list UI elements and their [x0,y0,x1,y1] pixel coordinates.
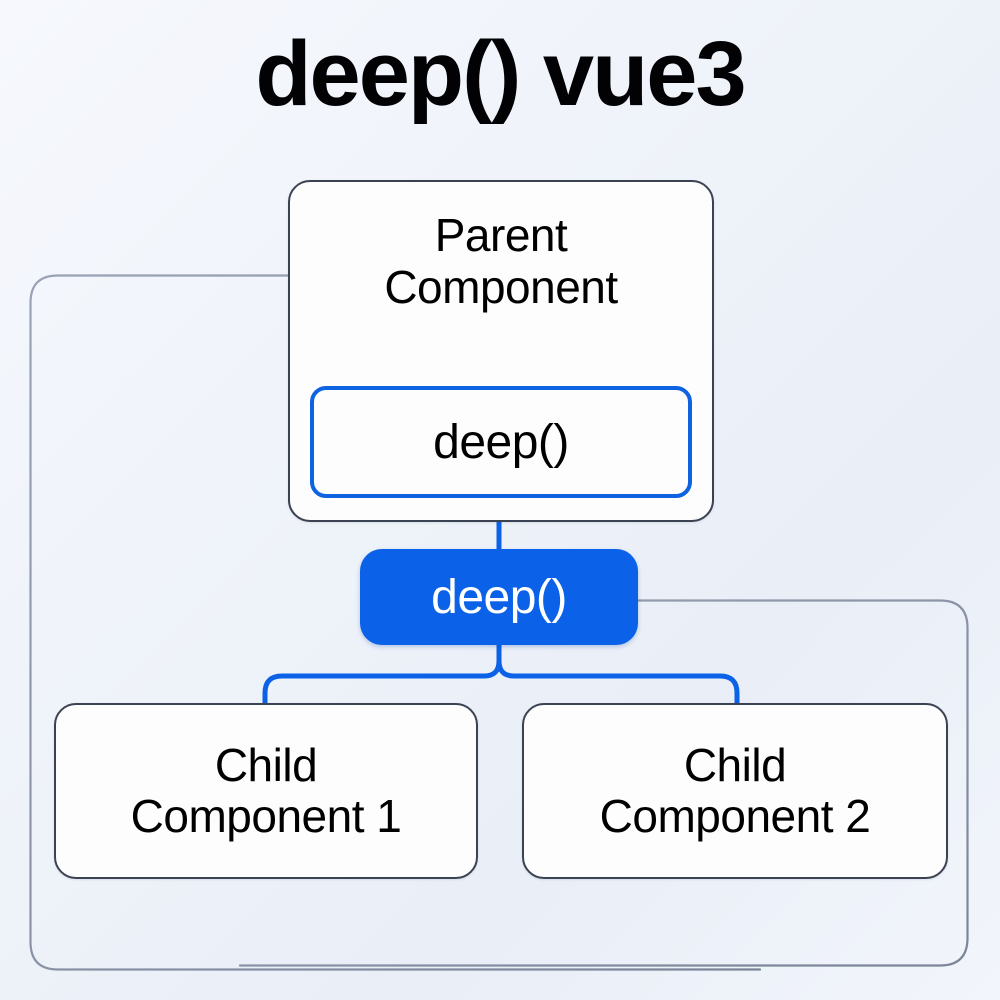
connector-pill-to-child1 [262,645,502,703]
deep-bridge-label: deep() [431,570,567,624]
deep-bridge-pill[interactable]: deep() [360,549,638,645]
parent-deep-box[interactable]: deep() [310,386,692,498]
parent-component-label-line1: Parent [434,209,568,261]
child-component-2-label-line2: Component 2 [599,790,871,842]
parent-deep-label: deep() [433,415,569,469]
page-title: deep() vue3 [255,23,746,125]
parent-component-label-line2: Component [384,260,618,313]
child-component-2-node[interactable]: Child Component 2 [522,703,948,879]
child-component-1-label-line2: Component 1 [130,790,402,842]
child-component-1-node[interactable]: Child Component 1 [54,703,478,879]
child-component-1-label-line1: Child [214,739,318,792]
connector-pill-to-child2 [496,645,740,703]
child-component-2-label-line1: Child [683,739,787,792]
